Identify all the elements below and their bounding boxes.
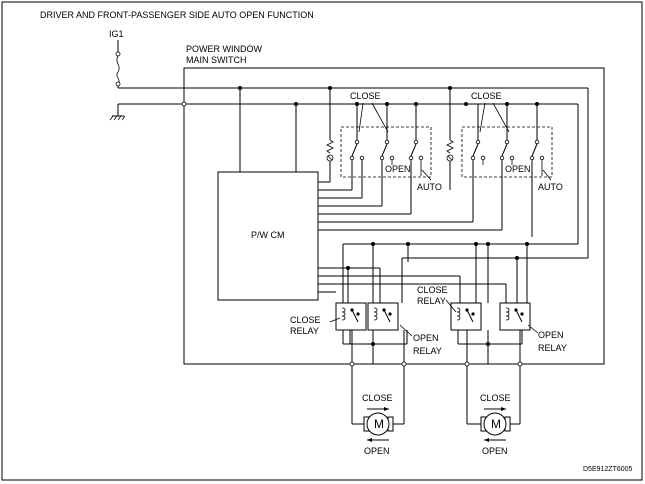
cm-relay-wires xyxy=(318,266,507,303)
pwcm-label: P/W CM xyxy=(251,230,285,240)
relay-close-b-label-1: CLOSE xyxy=(417,285,448,295)
relay-open-b xyxy=(499,302,531,331)
motor-right-symbol: M xyxy=(491,417,501,431)
right-switch-contacts xyxy=(470,102,545,237)
right-switch-auto-label: AUTO xyxy=(538,182,563,192)
left-switch-unit xyxy=(340,126,432,178)
relay-close-a xyxy=(335,302,367,344)
motor-left-icon xyxy=(363,407,394,442)
relay-open-a-label-2: RELAY xyxy=(413,346,442,356)
left-switch-contacts xyxy=(349,102,424,214)
relay-close-a-label-1: CLOSE xyxy=(290,315,321,325)
relay-open-b-label-1: OPEN xyxy=(538,330,564,340)
relay-close-b xyxy=(450,302,482,331)
motor-left-close-label: CLOSE xyxy=(362,393,393,403)
indicator-right xyxy=(446,139,454,190)
motor-right-close-label: CLOSE xyxy=(480,393,511,403)
relay-open-a-label-1: OPEN xyxy=(413,333,439,343)
indicator-left xyxy=(318,139,334,183)
left-switch-close-label: CLOSE xyxy=(350,91,381,101)
relay-open-a xyxy=(367,302,399,331)
motor-right-open-label: OPEN xyxy=(482,446,508,456)
main-switch-label-line1: POWER WINDOW xyxy=(186,44,262,54)
relay-ground-wires xyxy=(184,330,604,365)
left-switch-open-label: OPEN xyxy=(385,164,411,174)
right-switch-open-label: OPEN xyxy=(505,164,531,174)
diagram-title: DRIVER AND FRONT-PASSENGER SIDE AUTO OPE… xyxy=(40,10,314,20)
left-switch-auto-label: AUTO xyxy=(417,182,442,192)
cm-switch-wires xyxy=(318,189,502,231)
ground-icon xyxy=(109,103,578,121)
relay-supply-bus xyxy=(342,242,588,303)
relay-close-b-label-2: RELAY xyxy=(417,296,446,306)
right-switch-close-label: CLOSE xyxy=(471,91,502,101)
relay-open-b-label-2: RELAY xyxy=(538,343,567,353)
pwcm-box xyxy=(217,171,319,301)
diagram-code: D5E912ZT6005 xyxy=(583,466,633,473)
ig1-label: IG1 xyxy=(109,29,124,39)
main-switch-label-line2: MAIN SWITCH xyxy=(186,55,247,65)
motor-left-symbol: M xyxy=(374,417,384,431)
ig1-fuse xyxy=(115,40,588,89)
motor-right-icon xyxy=(480,407,511,442)
relay-close-a-label-2: RELAY xyxy=(290,326,319,336)
motor-left-open-label: OPEN xyxy=(364,446,390,456)
